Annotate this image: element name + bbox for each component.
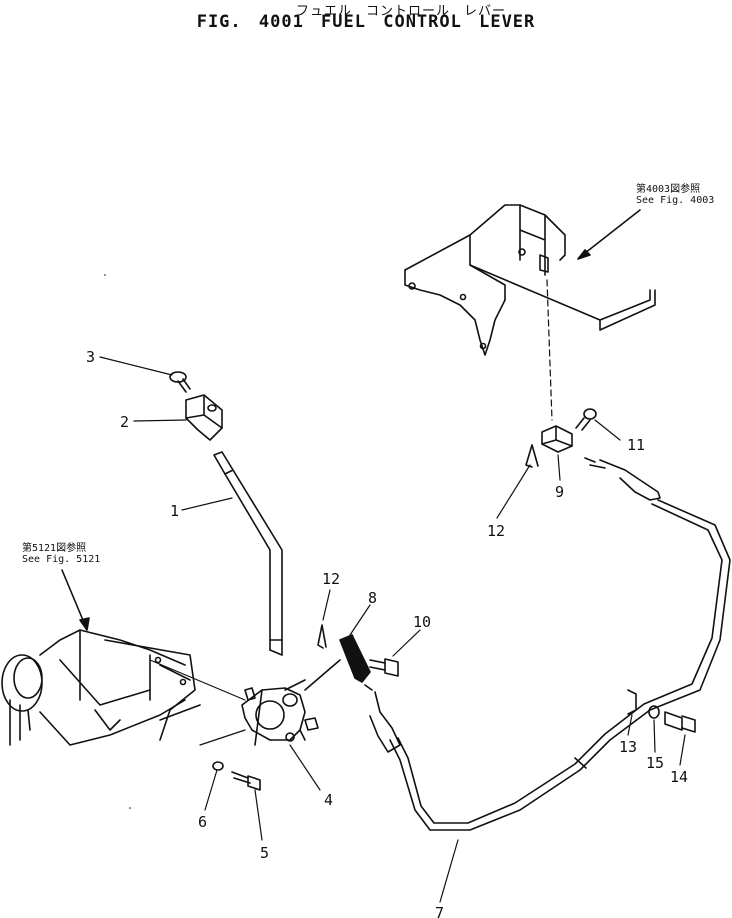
callout-13: 13: [619, 738, 637, 756]
reference-fig-5121-en: See Fig. 5121: [22, 554, 101, 565]
callout-4: 4: [324, 791, 333, 809]
part-12-pin-lower: [317, 624, 327, 649]
callout-7: 7: [435, 904, 444, 918]
part-1-lever-rod: [213, 451, 283, 656]
part-13-clip: [627, 689, 637, 715]
leader-5: [254, 789, 263, 841]
reference-fig-5121-jp: 第5121図参照: [22, 543, 87, 554]
reference-fig-4003-en: See Fig. 4003: [636, 195, 715, 206]
arrow-fig-5121: [79, 617, 90, 631]
leader-2: [133, 419, 187, 422]
part-5-bolt: [231, 771, 261, 791]
alignment-line-frame-lower: [199, 729, 246, 746]
leader-14: [679, 734, 686, 766]
callout-8: 8: [368, 589, 377, 607]
callout-9: 9: [555, 483, 564, 501]
part-10-bolt: [369, 658, 399, 677]
callout-5: 5: [260, 844, 269, 862]
figure-title: FIG. 4001 FUEL CONTROL LEVER: [196, 12, 536, 32]
leader-lines: [99, 356, 686, 903]
part-14-bolt: [664, 711, 696, 733]
leader-7: [439, 839, 459, 903]
callout-12-upper: 12: [487, 522, 505, 540]
leader-12-upper: [496, 464, 531, 519]
callout-numbers: 1 2 3 4 5 6 7 8 9 10 11 12 12 13 14 15: [86, 348, 688, 918]
part-7-cable: [364, 457, 731, 831]
callout-15: 15: [646, 754, 664, 772]
upper-bracket: [404, 204, 656, 356]
callout-14: 14: [670, 768, 688, 786]
frame-assembly: [1, 629, 201, 746]
leader-15: [653, 719, 656, 753]
reference-fig-4003: 第4003図参照 See Fig. 4003: [636, 184, 714, 206]
callout-10: 10: [413, 613, 431, 631]
leader-13: [627, 714, 633, 736]
alignment-line-frame: [149, 659, 246, 701]
part-8-lever-arm: [304, 634, 371, 691]
leader-11: [594, 419, 621, 441]
part-12-pin-upper: [525, 444, 539, 468]
title-japanese: フュエル コントロール レバー: [295, 4, 506, 19]
callout-12-lower: 12: [322, 570, 340, 588]
callout-2: 2: [120, 413, 129, 431]
part-3-bolt: [169, 371, 191, 393]
callout-11: 11: [627, 436, 645, 454]
leader-fig-5121: [61, 569, 86, 626]
reference-fig-4003-jp: 第4003図参照: [636, 184, 701, 195]
leader-4: [289, 744, 321, 791]
part-11-bolt: [575, 408, 597, 431]
part-2-knob: [185, 394, 223, 441]
leader-10: [392, 629, 421, 657]
arrow-fig-4003: [577, 249, 591, 260]
callout-6: 6: [198, 813, 207, 831]
part-15-washer: [648, 705, 660, 719]
part-6-washer: [212, 761, 224, 771]
leader-8: [349, 604, 371, 636]
scan-speck: [104, 274, 106, 276]
scan-speck: [129, 807, 131, 809]
leader-3: [99, 356, 173, 376]
leader-1: [181, 497, 233, 511]
leader-fig-4003: [579, 209, 641, 258]
part-4-bracket: [241, 679, 319, 746]
alignment-line-9: [546, 279, 553, 421]
leader-12-lower: [322, 589, 331, 621]
leader-9: [557, 454, 561, 481]
reference-fig-5121: 第5121図参照 See Fig. 5121: [22, 543, 100, 565]
part-9-block: [541, 425, 573, 453]
callout-3: 3: [86, 348, 95, 366]
leader-6: [204, 769, 218, 811]
callout-1: 1: [170, 502, 179, 520]
